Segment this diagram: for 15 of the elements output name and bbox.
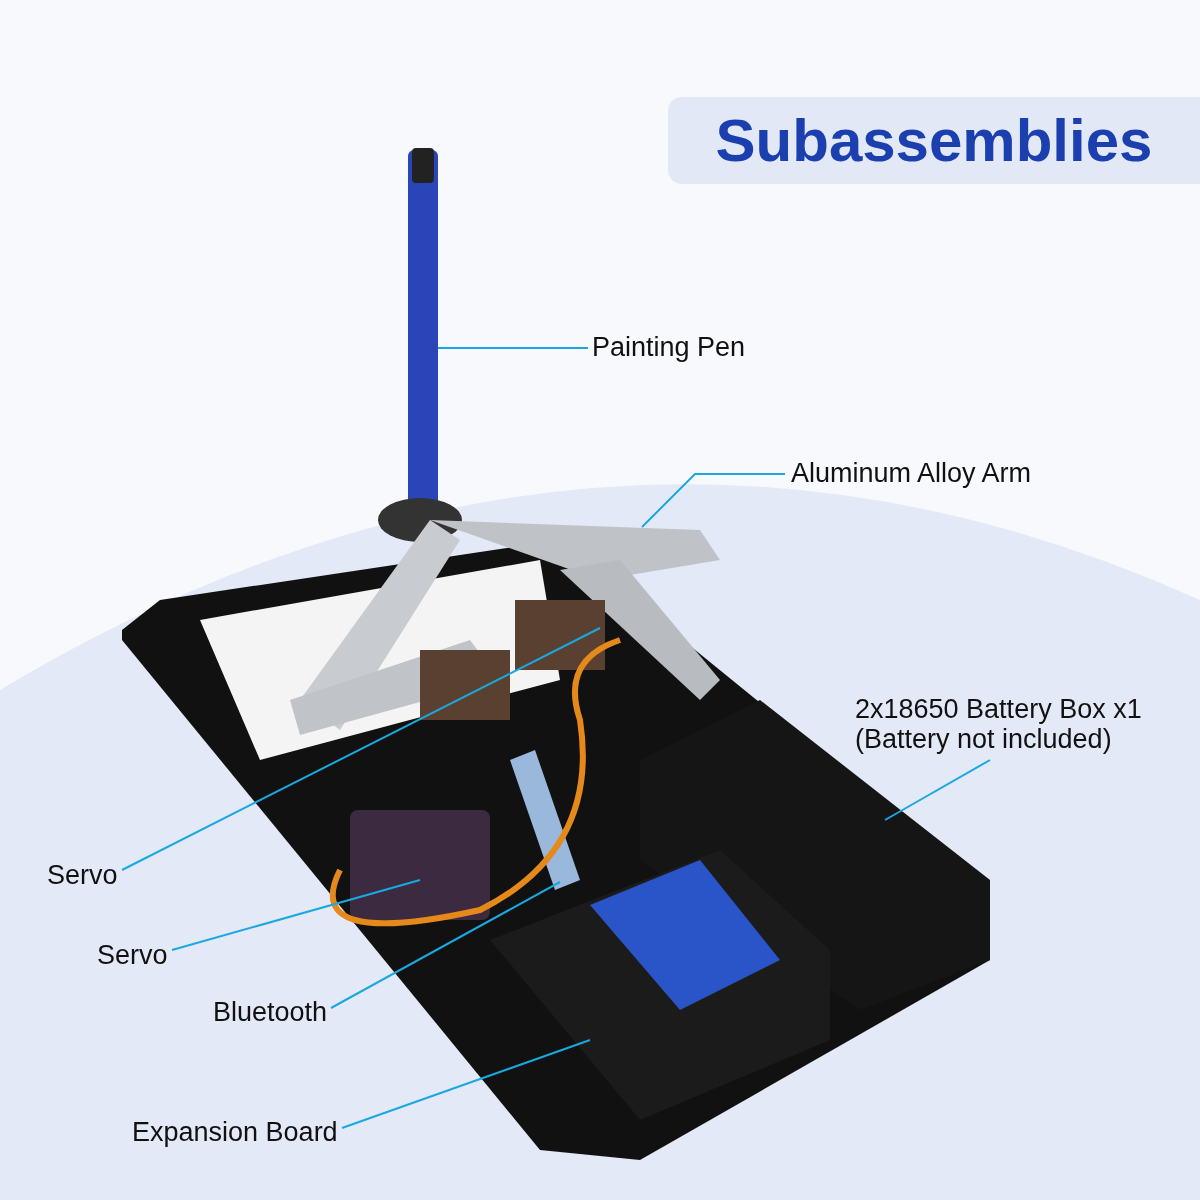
leader-line: [121, 627, 601, 871]
callout-label: Expansion Board: [132, 1117, 338, 1147]
leader-line: [341, 1039, 591, 1129]
leader-line: [884, 759, 991, 821]
leader-line: [330, 881, 561, 1009]
callout-label: Aluminum Alloy Arm: [791, 458, 1032, 488]
title-banner: Subassemblies: [668, 97, 1200, 184]
leader-line: [171, 879, 421, 951]
callout-label: Bluetooth: [213, 997, 328, 1027]
callout-label: Servo: [97, 940, 168, 970]
callout-label: 2x18650 Battery Box x1 (Battery not included): [855, 694, 1185, 754]
callout-label: Painting Pen: [592, 332, 746, 362]
leader-line: [641, 473, 786, 528]
leader-line: [437, 347, 589, 349]
callout-label: Servo: [47, 860, 118, 890]
